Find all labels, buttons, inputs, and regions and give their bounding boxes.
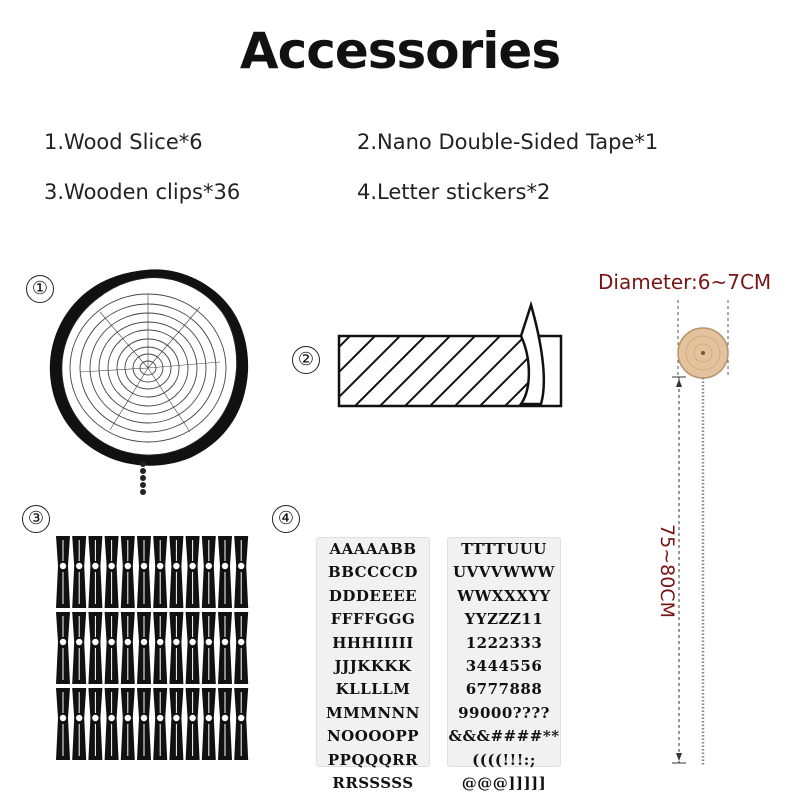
clip-icon — [201, 536, 216, 608]
clip-icon — [104, 612, 119, 684]
wooden-clips-illustration — [56, 536, 249, 760]
item-letter-stickers: 4.Letter stickers*2 — [357, 180, 551, 204]
sticker-row: BBCCCCD — [328, 563, 418, 582]
clip-icon — [201, 688, 216, 760]
sticker-row: 6777888 — [465, 680, 543, 699]
sticker-row: YYZZZ11 — [464, 610, 544, 629]
sticker-row: 1222333 — [465, 633, 543, 652]
clip-icon — [104, 536, 119, 608]
clip-icon — [218, 612, 232, 684]
clip-icon — [72, 612, 87, 684]
sticker-row: FFFFGGG — [330, 610, 416, 629]
sticker-row: ((((!!!:; — [472, 750, 536, 769]
marker-1: ① — [26, 275, 54, 303]
clip-icon — [185, 688, 200, 760]
hanging-slice-diagram — [672, 300, 729, 765]
sticker-row: MMMNNN — [326, 703, 420, 722]
clip-icon — [234, 688, 249, 760]
clip-icon — [234, 612, 249, 684]
letter-sticker-sheet-1: AAAAABB BBCCCCD DDDEEEE FFFFGGG HHHIIIII JJJK… — [316, 537, 430, 792]
clip-icon — [201, 612, 216, 684]
diameter-label: Diameter:6~7CM — [598, 270, 772, 294]
clip-icon — [218, 536, 232, 608]
clip-icon — [120, 536, 135, 608]
clip-icon — [56, 612, 70, 684]
clip-icon — [153, 688, 168, 760]
clip-icon — [88, 536, 103, 608]
marker-3: ③ — [22, 505, 50, 533]
clip-icon — [120, 612, 135, 684]
clip-icon — [153, 612, 168, 684]
wood-slice-illustration — [49, 269, 249, 495]
sticker-row: JJJKKKK — [334, 657, 412, 676]
string-length-label: 75~80CM — [655, 524, 678, 618]
sticker-row: KLLLLM — [335, 680, 411, 699]
sticker-row: &&&####** — [448, 727, 560, 746]
clip-icon — [104, 688, 119, 760]
item-wood-slice: 1.Wood Slice*6 — [44, 130, 203, 154]
clip-icon — [72, 536, 87, 608]
clip-icon — [218, 688, 232, 760]
clip-icon — [137, 688, 151, 760]
sticker-row: TTTTUUU — [461, 540, 547, 558]
clip-icon — [56, 688, 70, 760]
sticker-row: NOOOOPP — [326, 727, 420, 746]
clip-icon — [169, 688, 184, 760]
clip-icon — [153, 536, 168, 608]
marker-4: ④ — [272, 505, 300, 533]
sticker-row: PPQQQRR — [327, 750, 419, 769]
letter-sticker-sheet-2: TTTTUUU UVVVWWW WWXXXYY YYZZZ11 1222333 34445… — [447, 537, 561, 792]
page-title: Accessories — [239, 22, 561, 80]
clip-icon — [137, 612, 151, 684]
clip-icon — [185, 612, 200, 684]
sticker-row: 3444556 — [465, 657, 543, 676]
clip-icon — [169, 536, 184, 608]
item-double-sided-tape: 2.Nano Double-Sided Tape*1 — [357, 130, 659, 154]
clip-icon — [88, 612, 103, 684]
sticker-row: 99000???? — [458, 703, 550, 722]
sticker-row: HHHIIIII — [332, 633, 414, 652]
clip-icon — [137, 536, 151, 608]
sticker-row: WWXXXYY — [457, 586, 551, 605]
clip-icon — [120, 688, 135, 760]
sticker-row: AAAAABB — [329, 540, 417, 558]
clip-icon — [72, 688, 87, 760]
double-sided-tape-illustration — [337, 300, 563, 408]
clip-icon — [88, 688, 103, 760]
clip-icon — [185, 536, 200, 608]
sticker-row: DDDEEEE — [328, 586, 418, 605]
sticker-row: RRSSSSS — [332, 774, 414, 793]
sticker-row: @@@]]]]] — [461, 774, 547, 793]
sticker-row: UVVVWWW — [452, 563, 556, 582]
clip-icon — [169, 612, 184, 684]
marker-2: ② — [292, 346, 320, 374]
clip-icon — [56, 536, 70, 608]
item-wooden-clips: 3.Wooden clips*36 — [44, 180, 241, 204]
clip-icon — [234, 536, 249, 608]
